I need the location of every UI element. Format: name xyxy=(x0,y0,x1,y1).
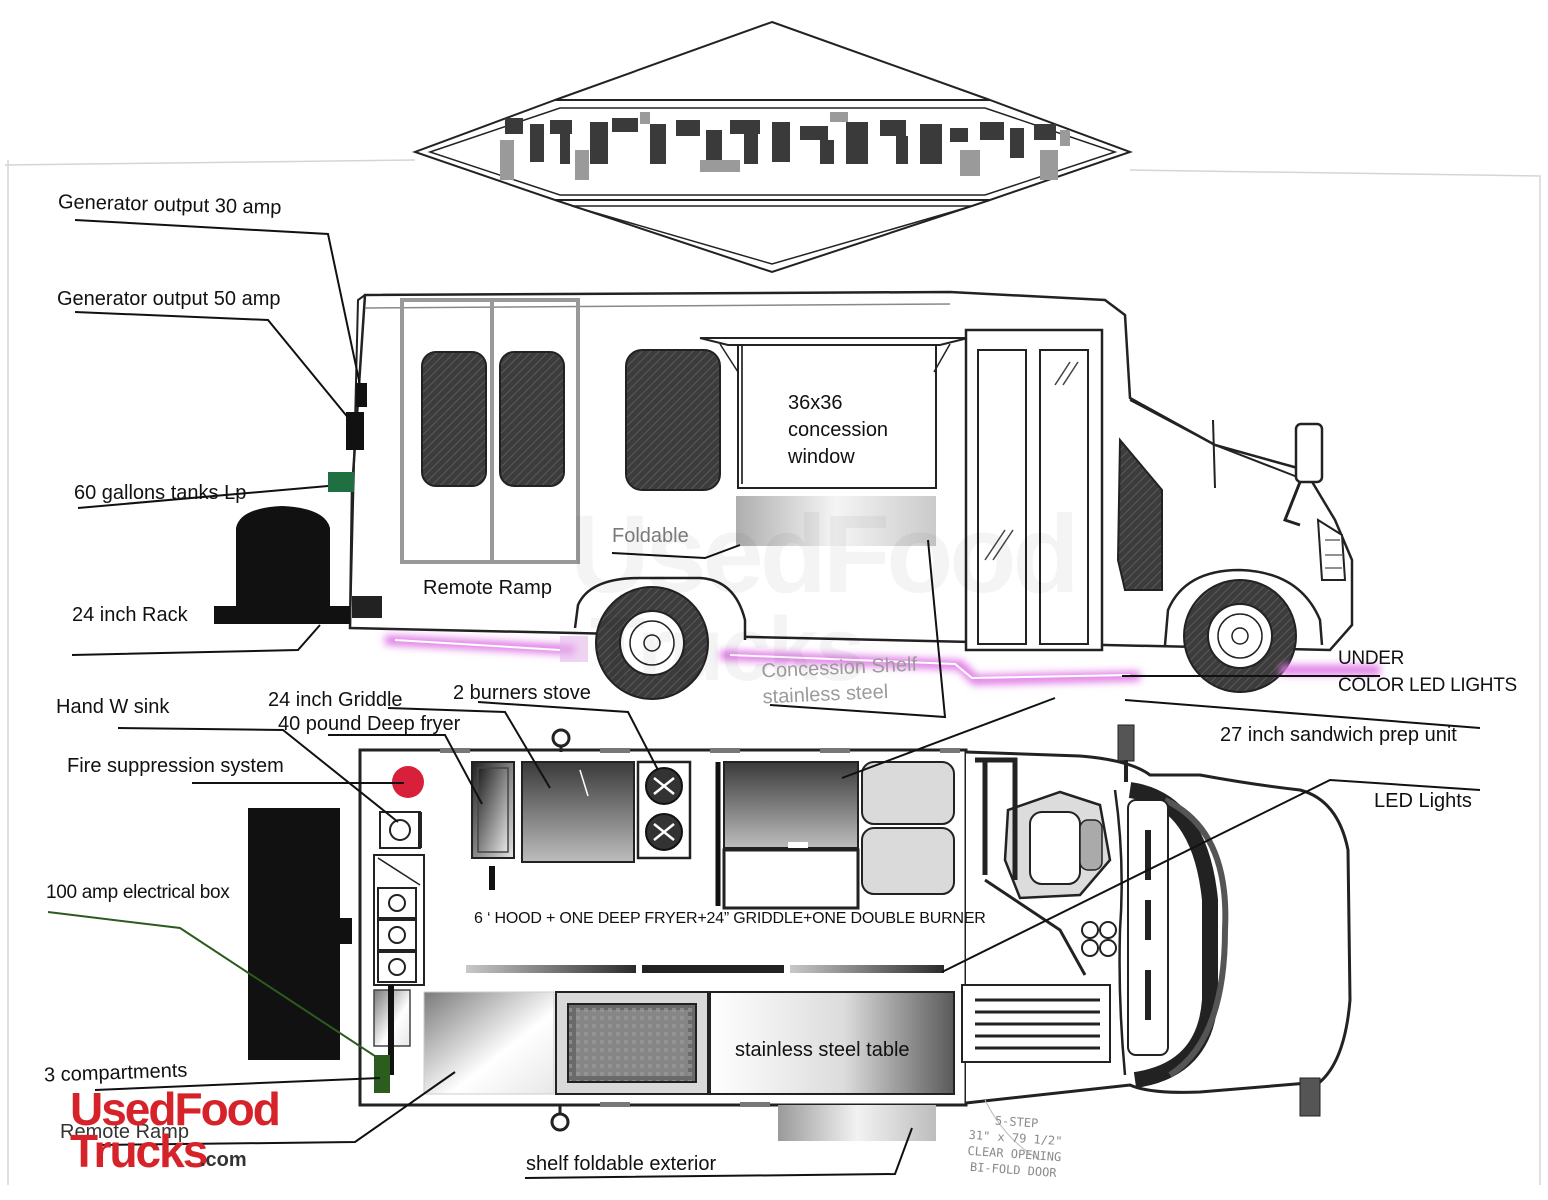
watermark-line2: Trucks xyxy=(590,605,865,695)
sheet-frame xyxy=(4,159,1541,1185)
label-foldable: Foldable xyxy=(612,525,689,547)
leader-lines xyxy=(71,219,1481,1179)
label-hand-sink: Hand W sink xyxy=(56,696,170,718)
label-step-note: 5-STEP 31" x 79 1/2" CLEAR OPENING BI-FO… xyxy=(967,1113,1063,1180)
brand-diamond-logo xyxy=(412,20,1133,274)
label-deep-fryer: 40 pound Deep fryer xyxy=(278,713,461,735)
label-shelf-foldable-exterior: shelf foldable exterior xyxy=(526,1153,717,1175)
logo-line2: Trucks xyxy=(70,1125,208,1177)
electrical-leader-line xyxy=(47,911,385,1063)
label-generator-50-amp: Generator output 50 amp xyxy=(57,288,281,310)
label-burner-stove: 2 burners stove xyxy=(453,682,591,704)
label-griddle: 24 inch Griddle xyxy=(268,689,403,711)
label-led-lights: LED Lights xyxy=(1374,790,1472,812)
label-lp-tanks: 60 gallons tanks Lp xyxy=(74,482,247,504)
label-remote-ramp-side: Remote Ramp xyxy=(423,577,552,599)
label-concession-window: 36x36 concession window xyxy=(788,392,889,468)
floor-plan xyxy=(248,724,1352,1161)
label-hood-line: 6 ‘ HOOD + ONE DEEP FRYER+24” GRIDDLE+ON… xyxy=(474,910,986,927)
label-stainless-table: stainless steel table xyxy=(735,1039,910,1061)
watermark-line1: UsedFood xyxy=(570,500,1080,610)
logo-suffix: .com xyxy=(200,1149,247,1171)
logo-line1: UsedFood xyxy=(70,1083,281,1135)
label-concession-shelf: Concession Shelf stainless steel xyxy=(761,653,918,709)
label-fire-suppression: Fire suppression system xyxy=(67,755,284,777)
label-electrical-box: 100 amp electrical box xyxy=(46,882,230,903)
label-rack: 24 inch Rack xyxy=(72,604,188,626)
label-under-led-lights: UNDER COLOR LED LIGHTS xyxy=(1338,648,1517,696)
label-remote-ramp-bottom: Remote Ramp xyxy=(60,1121,189,1143)
label-sandwich-prep: 27 inch sandwich prep unit xyxy=(1220,724,1457,746)
side-view-truck xyxy=(214,290,1380,700)
